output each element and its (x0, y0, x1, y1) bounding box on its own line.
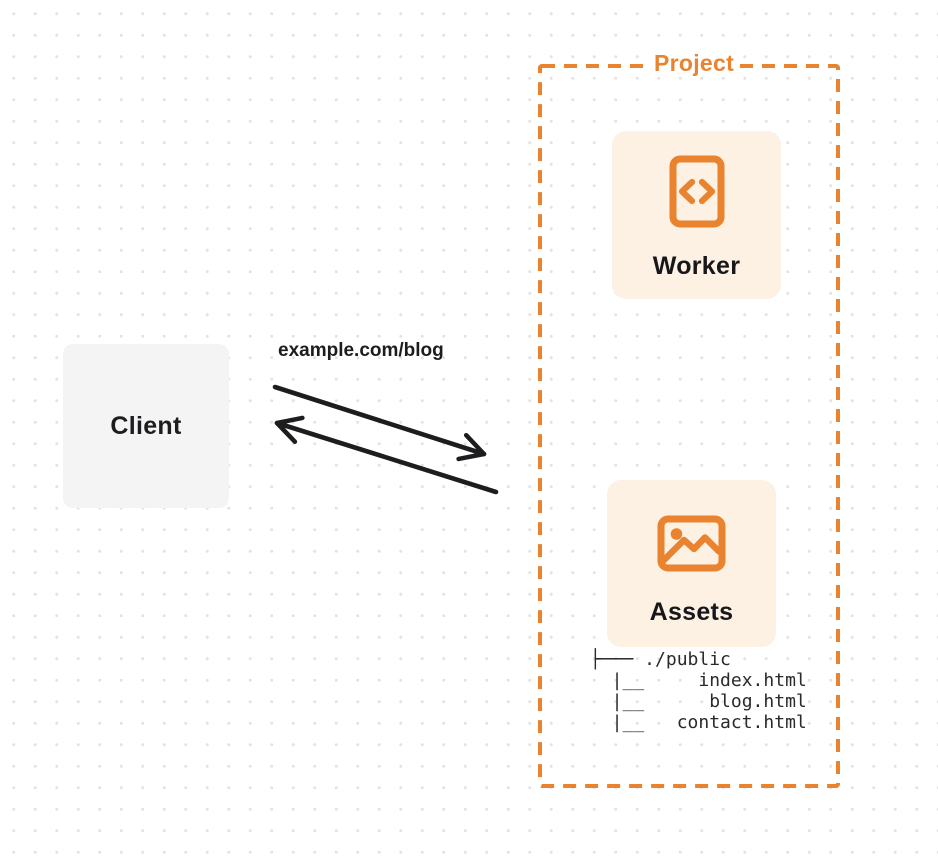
request-arrow (272, 384, 487, 462)
code-file-icon (669, 155, 724, 228)
worker-card: Worker (612, 131, 781, 299)
assets-card: Assets (607, 480, 776, 647)
response-arrow (274, 415, 499, 495)
assets-file-tree: ├─── ./public |__ index.html |__ blog.ht… (590, 649, 807, 733)
request-url-label: example.com/blog (278, 340, 444, 361)
file-tree-line: |__ index.html (590, 670, 807, 691)
file-tree-line: ├─── ./public (590, 649, 731, 670)
client-label: Client (110, 411, 182, 440)
project-label: Project (650, 50, 738, 77)
worker-label: Worker (652, 252, 741, 280)
image-icon (657, 515, 726, 572)
assets-label: Assets (649, 598, 734, 626)
file-tree-line: |__ contact.html (590, 712, 807, 733)
client-box: Client (63, 344, 229, 508)
file-tree-line: |__ blog.html (590, 691, 807, 712)
